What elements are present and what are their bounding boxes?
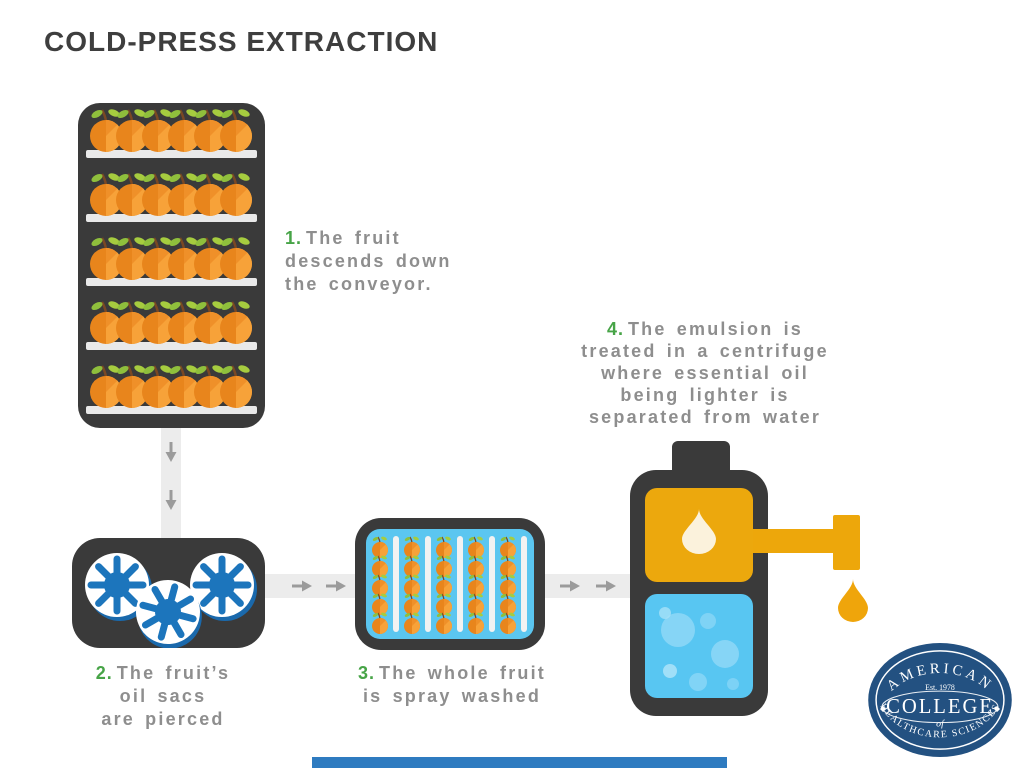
down-arrows-icon [164,440,178,512]
orange-fruit-column [436,536,452,634]
orange-fruit-column [500,536,516,634]
down-arrow-icon [164,488,178,512]
footer-accent-bar [312,757,727,768]
conveyor-path-1 [264,574,358,598]
right-arrows-icon [558,579,618,593]
achs-logo: AMERICAN Est. 1978 COLLEGE ◆ ◆ of HEALTH… [868,642,1012,758]
orange-fruit-column [468,536,484,634]
water-bubbles-graphic [659,607,739,691]
step-3-label: 3.The whole fruit is spray washed [357,663,546,706]
spray-washer-machine [355,518,545,650]
right-arrows-icon [290,579,348,593]
centrifuge-oil-chamber [645,488,753,582]
orange-fruit-row [90,172,252,216]
oil-droplet-icon [682,509,716,554]
washer-window [366,529,534,639]
page-title: COLD-PRESS EXTRACTION [44,26,439,57]
piercing-machine [72,538,265,648]
centrifuge-water-chamber [645,594,753,698]
logo-of-text: of [936,719,945,730]
washed-oranges-graphic [366,529,527,639]
down-arrow-icon [164,440,178,464]
logo-diamond-left: ◆ [880,704,887,713]
piercing-wheels-graphic [72,538,265,648]
step-2-number: 2. [95,663,113,683]
right-arrow-icon [558,579,582,593]
orange-fruit-row [90,108,252,152]
orange-fruit-row [90,236,252,280]
right-arrow-icon [290,579,314,593]
step-1-number: 1. [285,228,303,248]
conveyor-down-path [161,426,181,540]
step-2-label: 2.The fruit’s oil sacs are pierced [95,663,231,729]
step-1-label: 1.The fruit descends down the conveyor. [285,228,452,294]
step-4-label: 4.The emulsion is treated in a centrifug… [581,319,829,427]
step-4-number: 4. [606,319,624,339]
right-arrow-icon [594,579,618,593]
orange-fruit-column [404,536,420,634]
logo-name-text: COLLEGE [886,696,994,718]
oil-faucet-spout [833,515,860,570]
centrifuge-neck [672,441,730,473]
right-arrow-icon [324,579,348,593]
logo-est-text: Est. 1978 [925,683,955,692]
orange-fruit-row [90,364,252,408]
oranges-shelves-graphic [86,103,257,414]
step-3-number: 3. [357,663,375,683]
logo-diamond-right: ◆ [994,704,1001,713]
orange-fruit-column [372,536,388,634]
centrifuge-body [630,470,768,716]
conveyor-rack [78,103,265,428]
orange-fruit-row [90,300,252,344]
conveyor-path-2 [544,574,632,598]
falling-oil-drop-icon [838,579,868,622]
